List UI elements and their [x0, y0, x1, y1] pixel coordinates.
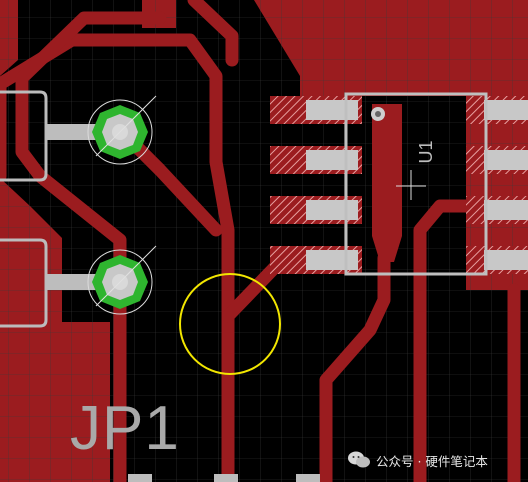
chip-right-pads: [466, 96, 528, 274]
wechat-icon: [348, 451, 370, 468]
watermark: 公众号 · 硬件笔记本: [348, 448, 488, 472]
jumper-pin-2[interactable]: [87, 245, 157, 315]
chip-outline[interactable]: [344, 92, 488, 276]
watermark-text: 公众号 · 硬件笔记本: [376, 453, 488, 469]
bottom-edge-pads: [128, 474, 320, 482]
jumper-reference-label: JP1: [70, 394, 180, 463]
chip-center-pad: [372, 104, 402, 262]
chip-origin-cross: [396, 170, 426, 200]
chip-reference-label: U1: [416, 140, 436, 164]
jumper-pin-1[interactable]: [87, 95, 157, 165]
highlight-circle: [179, 273, 281, 375]
